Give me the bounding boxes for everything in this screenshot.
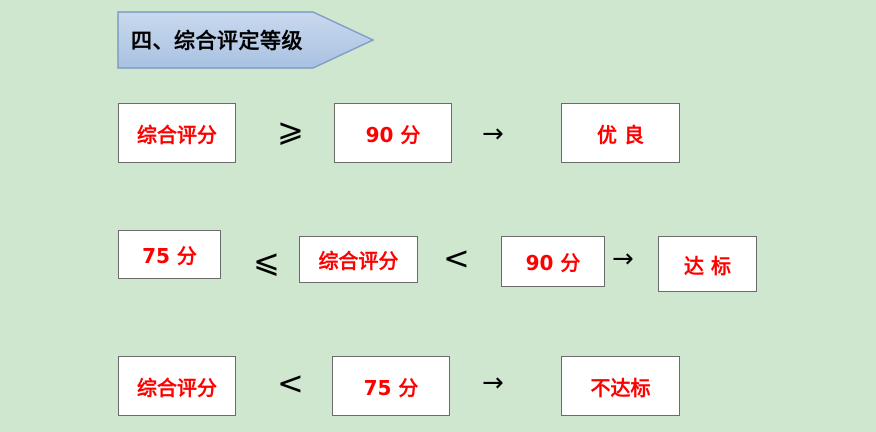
right-arrow-icon: → bbox=[482, 119, 504, 149]
section-title: 四、综合评定等级 bbox=[131, 29, 303, 53]
score-threshold-box: 75 分 bbox=[332, 356, 450, 416]
less-equal-sign: ⩽ bbox=[253, 242, 280, 280]
score-upper-box: 90 分 bbox=[501, 236, 605, 287]
right-arrow-icon: → bbox=[482, 368, 504, 398]
pentagon-arrow-shape bbox=[117, 11, 375, 69]
composite-score-box: 综合评分 bbox=[118, 356, 236, 416]
title-banner: 四、综合评定等级 bbox=[117, 11, 375, 69]
less-than-sign: < bbox=[443, 239, 470, 277]
less-than-sign: < bbox=[277, 364, 304, 402]
composite-score-box: 综合评分 bbox=[299, 236, 418, 283]
greater-equal-sign: ⩾ bbox=[277, 111, 304, 149]
score-lower-box: 75 分 bbox=[118, 230, 221, 279]
right-arrow-icon: → bbox=[612, 244, 634, 274]
score-threshold-box: 90 分 bbox=[334, 103, 452, 163]
grade-result-box: 不达标 bbox=[561, 356, 680, 416]
grade-result-box: 达 标 bbox=[658, 236, 757, 292]
grade-result-box: 优 良 bbox=[561, 103, 680, 163]
composite-score-box: 综合评分 bbox=[118, 103, 236, 163]
